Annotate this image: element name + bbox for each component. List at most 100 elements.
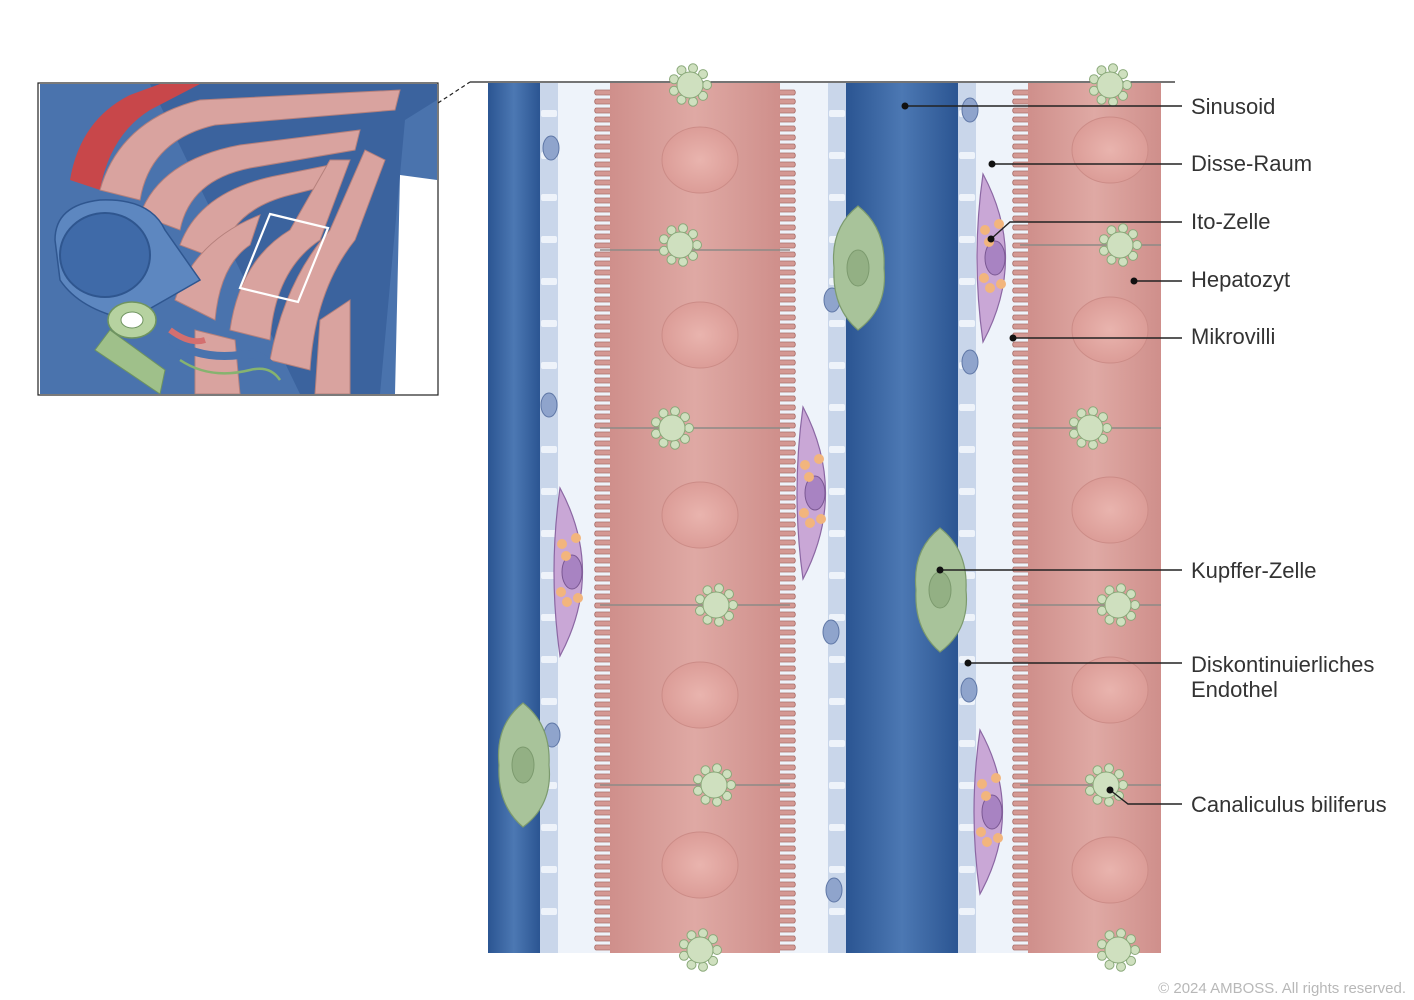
kupffer-nucleus [511, 746, 535, 784]
inset-small-artery [168, 327, 206, 345]
lipid-droplet [561, 551, 571, 561]
canaliculus-lobe [1088, 439, 1098, 450]
endothel-fenestra [959, 236, 975, 243]
lipid-droplet [814, 454, 824, 464]
endothel-fenestra [541, 572, 557, 579]
canaliculus-lobe [678, 256, 688, 267]
canaliculus-lobe [722, 769, 732, 780]
canaliculus-biliferus [1096, 71, 1124, 99]
lipid-droplet [556, 587, 566, 597]
canaliculus-biliferus [1076, 414, 1104, 442]
canaliculus-lobe [680, 433, 690, 444]
labels: Sinusoid Disse-Raum Ito-Zelle Hepatozyt … [901, 94, 1387, 817]
canaliculus-biliferus [1106, 231, 1134, 259]
endothel-nucleus [542, 135, 560, 161]
canaliculus-biliferus [666, 231, 694, 259]
lipid-droplet [976, 827, 986, 837]
canaliculus-lobe [688, 63, 698, 74]
endothel-lining-3 [958, 83, 976, 953]
endothel-nucleus [961, 97, 979, 123]
endothel-fenestra [959, 530, 975, 537]
lipid-droplet [571, 533, 581, 543]
endothel-fenestra [829, 488, 845, 495]
endothel-fenestra [829, 530, 845, 537]
endothel-fenestra [541, 278, 557, 285]
endothel-fenestra [829, 152, 845, 159]
endothel-fenestra [959, 320, 975, 327]
canaliculus-lobe [1098, 412, 1108, 423]
canaliculus-lobe [698, 961, 708, 972]
endothel-fenestra [959, 404, 975, 411]
endothel-fenestra [959, 278, 975, 285]
lipid-droplet [996, 279, 1006, 289]
inset-red-vein [70, 84, 200, 190]
lipid-droplet [573, 593, 583, 603]
canaliculus-lobe [728, 600, 738, 610]
canaliculus-lobe [1128, 250, 1138, 261]
endothel-fenestra [959, 782, 975, 789]
lipid-droplet [981, 791, 991, 801]
endothel-fenestra [959, 152, 975, 159]
endothel-fenestra [541, 824, 557, 831]
endothel-fenestra [541, 866, 557, 873]
canaliculus-lobe [680, 412, 690, 423]
canaliculus-lobe [702, 80, 712, 90]
endothel-nucleus [961, 349, 979, 375]
label-kupffer-zelle: Kupffer-Zelle [936, 558, 1317, 583]
lipid-droplet [993, 833, 1003, 843]
endothel-nucleus [825, 877, 843, 903]
endothel-fenestra [541, 446, 557, 453]
lipid-droplet [977, 779, 987, 789]
canaliculus-lobe [1130, 600, 1140, 610]
microvilli-plate1-right [780, 89, 796, 951]
endothel-fenestra [959, 908, 975, 915]
label-ito-zelle: Ito-Zelle [987, 209, 1270, 243]
canaliculus-lobe [698, 928, 708, 939]
endothel-lining-2 [828, 83, 846, 953]
label-canaliculus-text: Canaliculus biliferus [1191, 792, 1387, 817]
endothel-fenestra [829, 572, 845, 579]
lipid-droplet [980, 225, 990, 235]
endothel-nucleus [540, 392, 558, 418]
endothel-fenestra [829, 824, 845, 831]
sinusoid-left [488, 83, 540, 953]
zoom-connector [437, 81, 471, 104]
ito-nucleus [804, 475, 826, 511]
canaliculus-lobe [712, 945, 722, 955]
endothel-fenestra [829, 110, 845, 117]
endothel-fenestra [829, 362, 845, 369]
ito-nucleus [981, 794, 1003, 830]
endothel-fenestra [829, 740, 845, 747]
canaliculus-lobe [1108, 63, 1118, 74]
canaliculus-lobe [1118, 223, 1128, 234]
lipid-droplet [994, 219, 1004, 229]
canaliculus-lobe [1114, 769, 1124, 780]
canaliculus-lobe [722, 790, 732, 801]
sinusoid-detail [488, 63, 1161, 972]
inset-bile-branch [179, 358, 282, 381]
canaliculus-lobe [1104, 763, 1114, 774]
endothel-fenestra [541, 698, 557, 705]
label-sinusoid: Sinusoid [901, 94, 1275, 119]
canaliculus-lobe [1126, 610, 1136, 621]
lipid-droplet [805, 518, 815, 528]
canaliculus-lobe [688, 96, 698, 107]
inset-bile-duct [94, 301, 166, 394]
canaliculus-lobe [688, 229, 698, 240]
canaliculus-biliferus [1104, 936, 1132, 964]
endothel-fenestra [959, 740, 975, 747]
endothel-fenestra [541, 614, 557, 621]
canaliculus-lobe [692, 240, 702, 250]
endothel-fenestra [829, 656, 845, 663]
hepatocyte-nucleus [1071, 116, 1149, 184]
endothel-fenestra [829, 908, 845, 915]
label-ito-zelle-text: Ito-Zelle [1191, 209, 1270, 234]
endothel-fenestra [541, 236, 557, 243]
inset-zoom-box [238, 212, 330, 304]
canaliculus-lobe [1118, 90, 1128, 101]
canaliculus-lobe [714, 583, 724, 594]
label-kupffer-zelle-text: Kupffer-Zelle [1191, 558, 1317, 583]
canaliculus-biliferus [1104, 591, 1132, 619]
hepatocyte-nucleus [661, 481, 739, 549]
